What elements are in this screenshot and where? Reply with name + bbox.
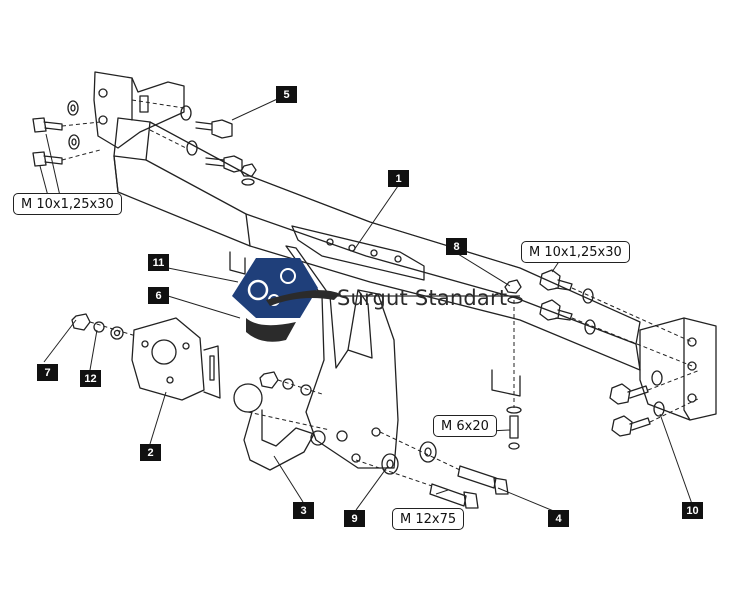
- callout-2: 2: [140, 444, 161, 461]
- callout-3: 3: [293, 502, 314, 519]
- spec-label-left-bolt: M 10x1,25x30: [13, 193, 122, 215]
- callout-9: 9: [344, 510, 365, 527]
- socket-plate: [131, 317, 221, 401]
- callout-4: 4: [548, 510, 569, 527]
- left-bracket: [93, 71, 185, 149]
- callout-6: 6: [148, 287, 169, 304]
- callout-8: 8: [446, 238, 467, 255]
- right-bracket: [639, 317, 717, 421]
- ball-mount-bracket: [285, 245, 399, 469]
- center-plate: [291, 225, 425, 281]
- callout-12: 12: [80, 370, 101, 387]
- left-bolts: [32, 100, 257, 186]
- spec-label-right-bolt: M 10x1,25x30: [521, 241, 630, 263]
- assembly-lines: [61, 99, 701, 487]
- socket-fasteners: [71, 313, 312, 396]
- callout-10: 10: [682, 502, 703, 519]
- callout-7: 7: [37, 364, 58, 381]
- callout-5: 5: [276, 86, 297, 103]
- long-bolts: [381, 441, 509, 509]
- callout-1: 1: [388, 170, 409, 187]
- watermark-logo: [232, 258, 520, 342]
- spec-label-long-bolt: M 12x75: [392, 508, 465, 530]
- spec-label-small-bolt: M 6x20: [433, 415, 497, 437]
- callout-11: 11: [148, 254, 169, 271]
- tow-ball: [233, 383, 315, 471]
- watermark-text: Surgut Standart: [337, 286, 508, 310]
